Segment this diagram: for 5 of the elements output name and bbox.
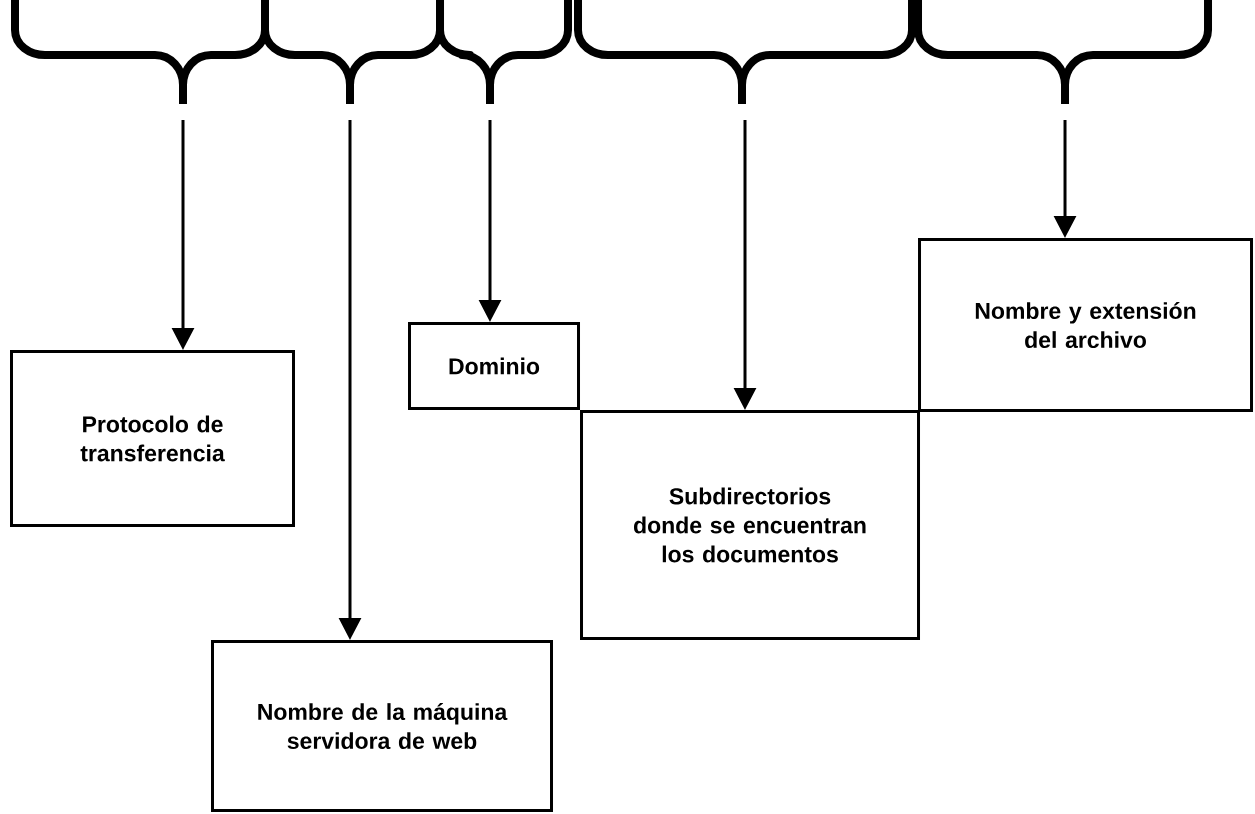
- label-box: Nombre y extensión del archivo: [918, 238, 1253, 412]
- label-box: Dominio: [408, 322, 580, 410]
- label-box: Protocolo de transferencia: [10, 350, 295, 527]
- label-box: Subdirectorios donde se encuentran los documentos: [580, 410, 920, 640]
- label-box: Nombre de la máquina servidora de web: [211, 640, 553, 812]
